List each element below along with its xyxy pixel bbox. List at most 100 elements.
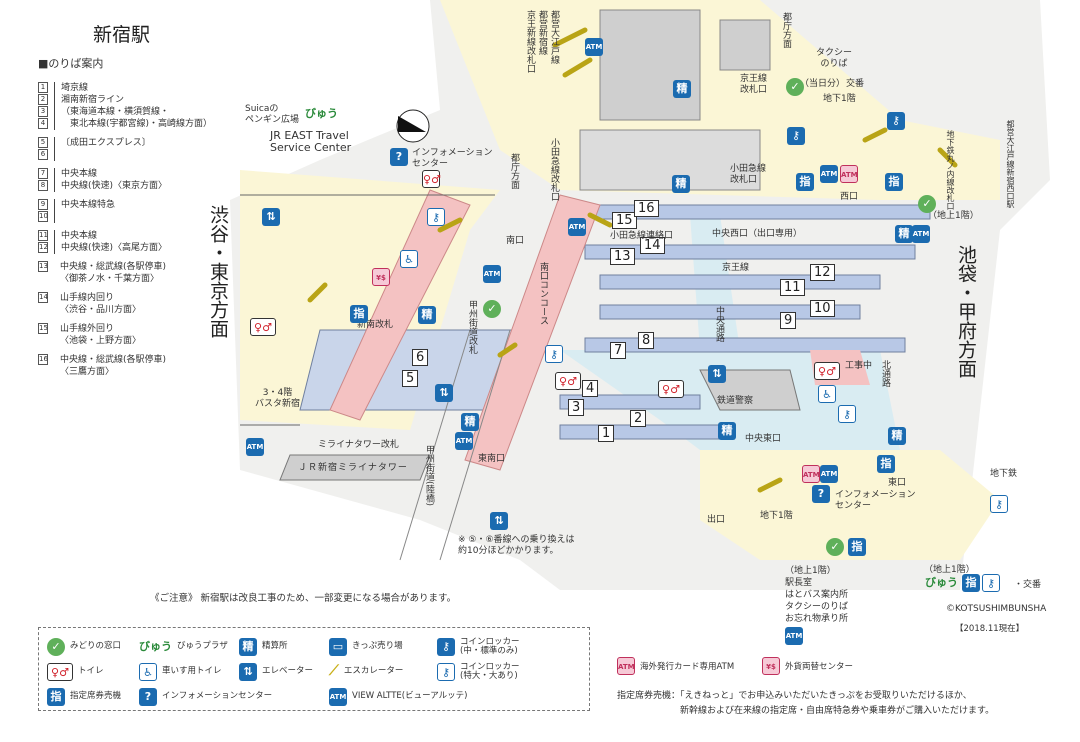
currency-exchange-icon[interactable]: ¥$ xyxy=(372,268,390,286)
information-icon[interactable]: ? xyxy=(812,485,830,503)
page-title: 新宿駅 xyxy=(93,24,151,46)
label-ground-floor-facilities: （地上1階） 駅長室 はとバス案内所 タクシーのりば お忘れ物承り所 xyxy=(785,566,849,624)
view-plaza-icon[interactable]: びゅう xyxy=(305,107,338,120)
legend-label: びゅうプラザ xyxy=(177,641,228,651)
platform-7-8 xyxy=(584,337,906,353)
platform-number-12: 12 xyxy=(810,264,835,281)
fare-adjustment-icon[interactable]: 精 xyxy=(895,225,913,243)
atm-icon[interactable]: ATM xyxy=(820,165,838,183)
mirainatower-building xyxy=(279,454,431,481)
view-plaza-icon[interactable]: びゅう xyxy=(925,576,958,589)
coin-locker-large-icon[interactable]: ⚷ xyxy=(427,208,445,226)
label-b1-floor: 地下1階 xyxy=(760,511,793,521)
reserved-seat-machine-icon[interactable]: 指 xyxy=(877,455,895,473)
fare-adjustment-icon[interactable]: 精 xyxy=(461,413,479,431)
south-concourse-east xyxy=(464,194,601,471)
platform-number-8: 8 xyxy=(638,332,655,349)
midori-window-icon[interactable]: ✓ xyxy=(786,78,804,96)
elevator-icon[interactable]: ⇅ xyxy=(490,512,508,530)
fare-adjustment-icon[interactable]: 精 xyxy=(718,422,736,440)
platform-3-4 xyxy=(559,394,701,410)
platform-number-box: 4 xyxy=(38,118,48,129)
coin-locker-large-icon[interactable]: ⚷ xyxy=(982,574,1000,592)
reserved-seat-machine-icon[interactable]: 指 xyxy=(796,173,814,191)
platform-number-5: 5 xyxy=(402,370,419,387)
reserved-seat-machine-icon[interactable]: 指 xyxy=(962,574,980,592)
platform-number-11: 11 xyxy=(780,279,805,296)
platform-number-4: 4 xyxy=(582,380,599,397)
atm-icon[interactable]: ATM xyxy=(912,225,930,243)
elevator-icon[interactable]: ⇅ xyxy=(435,384,453,402)
coin-locker-large-icon[interactable]: ⚷ xyxy=(990,495,1008,513)
atm-icon[interactable]: ATM xyxy=(455,432,473,450)
guide-text: 中央線・総武線(各駅停車) 〈御茶ノ水・千葉方面〉 xyxy=(60,262,167,284)
information-icon[interactable]: ? xyxy=(390,148,408,166)
label-police-box: ・交番 xyxy=(1014,580,1042,590)
coin-locker-icon[interactable]: ⚷ xyxy=(787,127,805,145)
fare-adjustment-icon: 精 xyxy=(239,637,257,656)
direction-ikebukuro-kofu: 池袋・甲府方面 xyxy=(955,245,977,378)
reserved-seat-machine-icon[interactable]: 指 xyxy=(885,173,903,191)
fare-adjustment-icon[interactable]: 精 xyxy=(672,175,690,193)
atm-icon: ATM xyxy=(329,687,347,706)
atm-icon[interactable]: ATM xyxy=(820,465,838,483)
escalator-icon xyxy=(497,342,518,358)
label-east-exit: 東口 xyxy=(888,478,907,488)
legend-label: 海外発行カード専用ATM xyxy=(640,662,735,672)
legend-item-midori: ✓みどりの窓口 xyxy=(47,634,139,659)
guide-numbers: 14 xyxy=(38,292,52,316)
legend-item-view-plaza: びゅうびゅうプラザ xyxy=(139,634,239,659)
elevator-icon[interactable]: ⇅ xyxy=(708,365,726,383)
elevator-icon[interactable]: ⇅ xyxy=(262,208,280,226)
legend-item-toilet: ♀♂トイレ xyxy=(47,659,139,684)
atm-icon[interactable]: ATM xyxy=(585,38,603,56)
atm-icon[interactable]: ATM xyxy=(246,438,264,456)
midori-window-icon[interactable]: ✓ xyxy=(826,538,844,556)
label-travel-service-center: JR EAST Travel Service Center xyxy=(270,129,352,154)
platform-number-box: 5 xyxy=(38,137,48,148)
midori-window-icon[interactable]: ✓ xyxy=(483,300,501,318)
elevator-icon: ⇅ xyxy=(239,662,257,681)
platform-number-1: 1 xyxy=(598,425,615,442)
fare-adjustment-icon[interactable]: 精 xyxy=(418,306,436,324)
guide-text: 埼京線 湘南新宿ライン （東海道本線・横須賀線・ 東北本線(宇都宮線)・高崎線方… xyxy=(54,82,212,130)
legend-label: 車いす用トイレ xyxy=(162,666,222,676)
platform-number-14: 14 xyxy=(640,237,665,254)
platform-number-9: 9 xyxy=(780,312,797,329)
toilet-icon: ♀♂ xyxy=(422,170,441,188)
coin-locker-icon[interactable]: ⚷ xyxy=(887,112,905,130)
coin-locker-large-icon[interactable]: ⚷ xyxy=(545,345,563,363)
label-railway-police: 鉄道警察 xyxy=(717,396,754,406)
guide-numbers: 13 xyxy=(38,261,52,285)
copyright: ©KOTSUSHIMBUNSHA xyxy=(946,604,1047,614)
label-keio-gate: 京王線 改札口 xyxy=(740,74,768,95)
reserved-seat-machine-icon[interactable]: 指 xyxy=(350,305,368,323)
label-subway: 地下鉄 xyxy=(990,469,1018,479)
label-transfer-note: ※ ⑤・⑥番線への乗り換えは 約10分ほどかかります。 xyxy=(458,535,575,556)
atm-icon[interactable]: ATM xyxy=(483,265,501,283)
coin-locker-large-icon[interactable]: ⚷ xyxy=(838,405,856,423)
fare-adjustment-icon[interactable]: 精 xyxy=(673,80,691,98)
guide-text: 中央本線 中央線(快速)〈東京方面〉 xyxy=(54,168,167,192)
label-central-west-exit: 中央西口（出口専用） xyxy=(712,229,803,239)
atm-icon[interactable]: ATM xyxy=(568,218,586,236)
label-b1-floor-west: 地下1階 xyxy=(823,94,856,104)
foreign-card-atm-icon[interactable]: ATM xyxy=(840,165,858,183)
foreign-card-atm-icon[interactable]: ATM xyxy=(802,465,820,483)
legend-item-coin-locker: ⚷コインロッカー (中・標準のみ) xyxy=(437,634,577,659)
midori-window-icon[interactable]: ✓ xyxy=(918,195,936,213)
legend-label: 指定席券売機 xyxy=(70,691,122,701)
fare-adjustment-icon[interactable]: 精 xyxy=(888,427,906,445)
legend-item-currency-exchange: ¥$外貨両替センター xyxy=(762,657,853,675)
midori-window-icon: ✓ xyxy=(47,637,65,656)
atm-icon[interactable]: ATM xyxy=(785,627,803,645)
escalator-icon xyxy=(437,217,463,233)
platform-13-14 xyxy=(584,244,916,260)
label-oedo-nishiguchi: 都営大江戸線新宿西口駅 xyxy=(1006,120,1015,208)
reserved-seat-machine-icon[interactable]: 指 xyxy=(848,538,866,556)
ticket-machine-icon: ▭ xyxy=(329,637,347,656)
